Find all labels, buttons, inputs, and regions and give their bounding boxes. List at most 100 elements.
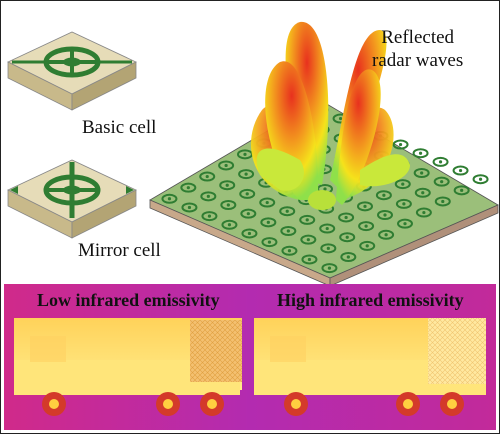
unit-cell xyxy=(340,252,357,262)
unit-cell-center xyxy=(458,168,463,173)
unit-cell xyxy=(218,160,235,171)
unit-cell-center xyxy=(246,212,250,216)
unit-cell-center xyxy=(226,203,230,207)
unit-cell-center xyxy=(421,191,425,195)
unit-cell-center xyxy=(364,224,368,228)
unit-cell-center xyxy=(323,187,327,191)
unit-cell-center xyxy=(227,223,232,227)
unit-cell xyxy=(377,210,393,220)
unit-cell-center xyxy=(244,172,248,176)
unit-cell-center xyxy=(243,152,247,156)
basic-cell-label: Basic cell xyxy=(82,117,157,138)
unit-cell xyxy=(320,243,337,254)
truck-thermal-right xyxy=(254,318,486,416)
unit-cell-center xyxy=(224,163,228,168)
unit-cell-center xyxy=(383,213,387,217)
unit-cell xyxy=(241,228,258,239)
unit-cell-center xyxy=(327,266,332,270)
unit-cell-center xyxy=(247,231,252,236)
unit-cell xyxy=(181,202,198,213)
high-emissivity-title: High infrared emissivity xyxy=(277,290,464,310)
unit-cell-center xyxy=(402,202,406,206)
unit-cell-center xyxy=(225,183,229,187)
mirror-cell-illustration xyxy=(7,159,137,239)
unit-cell-center xyxy=(403,222,407,226)
basic-cell-illustration xyxy=(7,31,137,111)
unit-cell-center xyxy=(267,240,272,244)
unit-cell-center xyxy=(245,192,249,196)
unit-cell-center xyxy=(186,186,190,190)
unit-cell-center xyxy=(346,255,350,259)
unit-cell xyxy=(220,200,237,210)
unit-cell-center xyxy=(344,215,348,220)
reflected-label-line2: radar waves xyxy=(372,50,464,71)
unit-cell xyxy=(357,201,373,212)
unit-cell xyxy=(358,221,375,232)
unit-cell xyxy=(397,218,413,229)
infrared-panel xyxy=(4,284,496,430)
unit-cell xyxy=(432,156,449,167)
unit-cell xyxy=(375,190,392,201)
mirror-cell-label: Mirror cell xyxy=(78,240,161,261)
unit-cell xyxy=(219,180,236,191)
unit-cell xyxy=(415,207,432,218)
unit-cell xyxy=(319,223,336,234)
unit-cell xyxy=(395,198,412,209)
unit-cell xyxy=(199,171,216,182)
unit-cell-center xyxy=(187,205,192,210)
unit-cell-center xyxy=(206,194,210,198)
low-emissivity-title: Low infrared emissivity xyxy=(37,290,220,310)
unit-cell xyxy=(239,188,256,199)
unit-cell-center xyxy=(438,160,443,164)
unit-cell xyxy=(201,211,218,222)
reflected-radar-lobes xyxy=(250,21,410,210)
unit-cell-center xyxy=(418,151,423,155)
unit-cell-center xyxy=(207,214,212,218)
unit-cell-center xyxy=(305,218,309,222)
unit-cell-center xyxy=(401,182,405,186)
unit-cell xyxy=(472,174,489,185)
unit-cell xyxy=(378,229,395,240)
unit-cell xyxy=(260,217,277,228)
unit-cell xyxy=(453,185,470,196)
unit-cell xyxy=(392,139,409,150)
unit-cell-center xyxy=(440,180,444,184)
unit-cell xyxy=(433,176,450,187)
unit-cell-center xyxy=(325,226,329,231)
unit-cell xyxy=(321,263,338,274)
unit-cell-center xyxy=(382,193,386,197)
truck-thermal-left xyxy=(14,318,242,416)
unit-cell xyxy=(161,193,178,204)
unit-cell xyxy=(452,165,469,176)
unit-cell-center xyxy=(460,188,464,192)
unit-cell-center xyxy=(338,116,343,121)
unit-cell-center xyxy=(363,204,367,208)
unit-cell-center xyxy=(365,244,369,248)
unit-cell xyxy=(240,208,257,219)
unit-cell xyxy=(299,214,316,225)
unit-cell xyxy=(259,197,276,208)
unit-cell-center xyxy=(306,238,310,242)
unit-cell-center xyxy=(265,200,269,205)
unit-cell-center xyxy=(286,229,290,233)
unit-cell xyxy=(412,148,429,159)
unit-cell xyxy=(200,191,217,202)
reflected-label-line1: Reflected xyxy=(381,27,455,48)
unit-cell xyxy=(301,254,318,265)
unit-cell xyxy=(359,240,376,251)
unit-cell-center xyxy=(420,171,424,175)
unit-cell-center xyxy=(266,220,270,224)
unit-cell xyxy=(394,179,411,190)
unit-cell xyxy=(280,226,297,236)
unit-cell-center xyxy=(167,197,172,201)
unit-cell xyxy=(261,237,278,248)
unit-cell xyxy=(300,234,317,245)
unit-cell-center xyxy=(307,257,312,262)
unit-cell xyxy=(339,232,356,243)
unit-cell xyxy=(434,196,451,207)
unit-cell-center xyxy=(326,246,330,250)
unit-cell-center xyxy=(287,249,292,253)
reflected-radar-label: Reflected radar waves xyxy=(372,26,463,72)
unit-cell-center xyxy=(384,233,388,237)
